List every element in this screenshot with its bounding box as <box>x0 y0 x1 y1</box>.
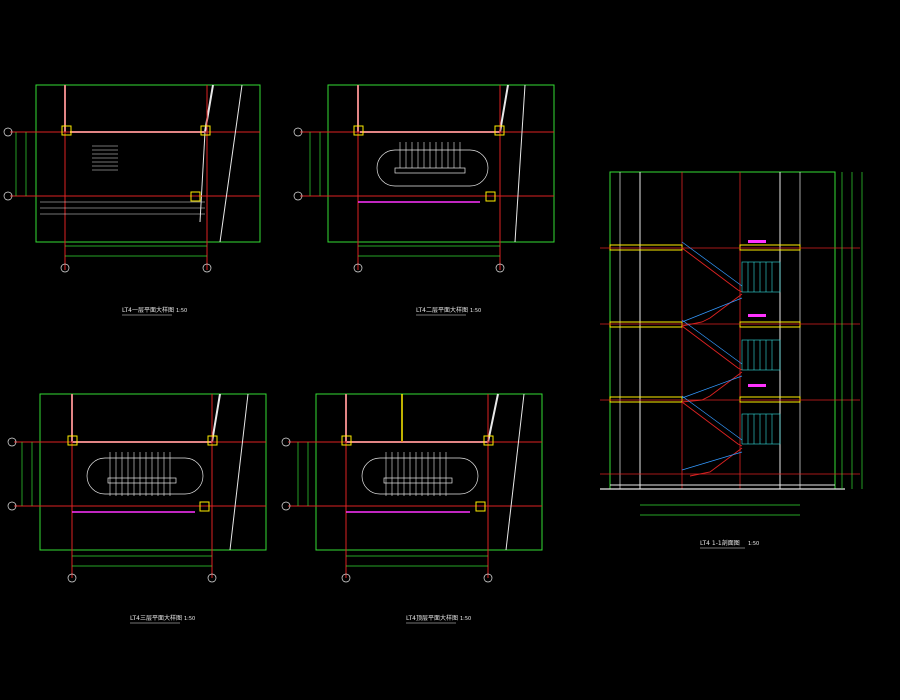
plan-third-floor: LT4三层平面大样图 1:50 <box>7 393 267 624</box>
axis-bubble <box>60 263 70 273</box>
plan-title: LT4顶层平面大样图 <box>406 614 458 622</box>
plan-frame <box>327 84 555 243</box>
plan-title: LT4一层平面大样图 <box>122 306 174 314</box>
dimension-line <box>15 132 207 257</box>
wall-diag <box>199 131 206 223</box>
railing-panels <box>741 261 781 445</box>
axis-bubble <box>3 191 13 201</box>
section-title: LT4 1-1剖面图 <box>700 539 740 547</box>
plan-scale: 1:50 <box>176 308 187 314</box>
stair-flights <box>681 247 743 477</box>
handrail-outline <box>376 149 489 187</box>
floor-slabs <box>609 244 801 403</box>
plan-title: LT4三层平面大样图 <box>130 614 182 622</box>
plan-title: LT4二层平面大样图 <box>416 306 468 314</box>
level-tags <box>748 240 766 387</box>
plan-top-floor: LT4顶层平面大样图 1:50 <box>281 393 543 624</box>
wall-right <box>204 84 214 133</box>
axis-bubble <box>3 127 13 137</box>
level-lines <box>600 247 860 475</box>
section-scale: 1:50 <box>748 541 759 547</box>
right-dimensions <box>841 172 863 489</box>
plan-scale: 1:50 <box>460 616 471 622</box>
column <box>61 125 72 136</box>
stair-handrails <box>681 241 743 471</box>
plan-frame <box>39 393 267 551</box>
axis-bubble <box>202 263 212 273</box>
stair-section: LT4 1-1剖面图 1:50 <box>600 171 863 549</box>
column <box>190 191 201 202</box>
outer-diag <box>219 84 243 243</box>
section-frame <box>609 171 836 490</box>
plan-frame <box>315 393 543 551</box>
plan-scale: 1:50 <box>184 616 195 622</box>
plan-frame <box>35 84 261 243</box>
column <box>200 125 211 136</box>
bottom-dimensions <box>640 504 800 516</box>
plan-first-floor: LT4一层平面大样图 1:50 <box>3 84 261 316</box>
floor-lines <box>40 201 205 215</box>
plan-second-floor: LT4二层平面大样图 1:50 <box>293 84 555 316</box>
stair-treads <box>92 145 118 171</box>
plan-scale: 1:50 <box>470 308 481 314</box>
